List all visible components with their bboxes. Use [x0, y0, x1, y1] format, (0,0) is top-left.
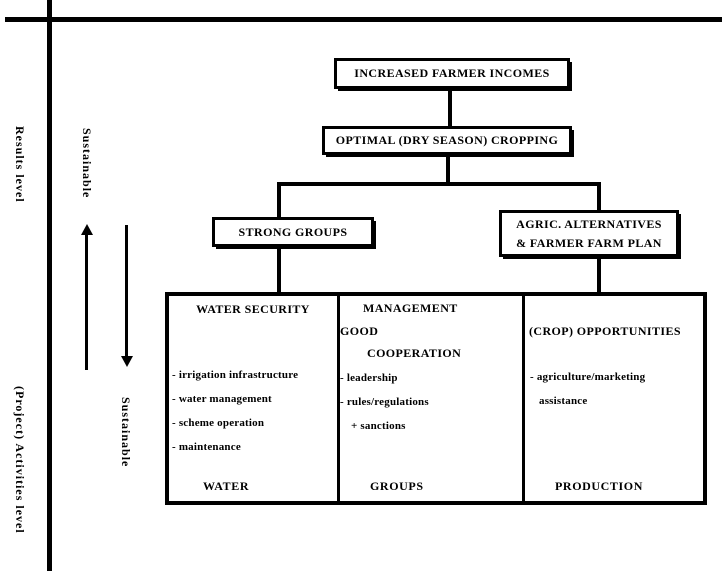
- water-items: - irrigation infrastructure - water mana…: [172, 368, 298, 464]
- groups-item: - leadership: [340, 372, 398, 384]
- left-axis-line: [47, 0, 52, 571]
- crop-opportunities-header: (CROP) OPPORTUNITIES: [529, 324, 681, 338]
- matrix-divider-2: [522, 296, 525, 501]
- results-level-label: Results level: [13, 126, 27, 203]
- box-increased-farmer-incomes-label: INCREASED FARMER INCOMES: [354, 66, 550, 80]
- groups-item: + sanctions: [351, 420, 406, 432]
- water-item: - water management: [172, 393, 272, 405]
- box-increased-farmer-incomes: INCREASED FARMER INCOMES: [334, 58, 570, 89]
- box-agric-alternatives: AGRIC. ALTERNATIVES & FARMER FARM PLAN: [499, 210, 679, 257]
- good-header: GOOD: [340, 324, 379, 338]
- sustainable-down-arrowhead-icon: [121, 356, 133, 367]
- connector-incomes-cropping: [448, 88, 452, 128]
- water-item: - irrigation infrastructure: [172, 369, 299, 381]
- groups-item: - rules/regulations: [340, 396, 429, 408]
- connector-cropping-split: [446, 152, 450, 184]
- box-optimal-cropping: OPTIMAL (DRY SEASON) CROPPING: [322, 126, 572, 155]
- top-axis-line: [5, 17, 722, 22]
- box-strong-groups-label: STRONG GROUPS: [238, 224, 348, 239]
- connector-horizontal-split: [277, 182, 601, 186]
- box-strong-groups: STRONG GROUPS: [212, 217, 374, 247]
- matrix-box: WATER SECURITY - irrigation infrastructu…: [165, 292, 707, 505]
- box-agric-alternatives-line1: AGRIC. ALTERNATIVES: [516, 216, 662, 231]
- production-items: - agriculture/marketing assistance: [530, 370, 645, 418]
- box-optimal-cropping-label: OPTIMAL (DRY SEASON) CROPPING: [335, 133, 559, 147]
- management-header: MANAGEMENT: [363, 301, 458, 315]
- production-item: assistance: [539, 395, 588, 407]
- sustainable-top-label: Sustainable: [80, 128, 94, 199]
- sustainable-up-arrowhead-icon: [81, 224, 93, 235]
- sustainable-up-arrow-line: [85, 234, 88, 370]
- water-item: - maintenance: [172, 441, 241, 453]
- box-agric-alternatives-line2: & FARMER FARM PLAN: [516, 235, 662, 250]
- water-security-header: WATER SECURITY: [196, 302, 310, 316]
- groups-footer: GROUPS: [370, 479, 424, 493]
- matrix-divider-1: [337, 296, 340, 501]
- activities-level-label: (Project) Activities level: [13, 386, 27, 534]
- groups-items: - leadership - rules/regulations + sanct…: [340, 371, 429, 443]
- water-item: - scheme operation: [172, 417, 265, 429]
- production-footer: PRODUCTION: [555, 479, 644, 493]
- cooperation-header: COOPERATION: [367, 346, 462, 360]
- water-footer: WATER: [203, 479, 250, 493]
- sustainable-down-arrow-line: [125, 225, 128, 358]
- sustainable-bottom-label: Sustainable: [119, 397, 133, 468]
- production-item: - agriculture/marketing: [530, 371, 646, 383]
